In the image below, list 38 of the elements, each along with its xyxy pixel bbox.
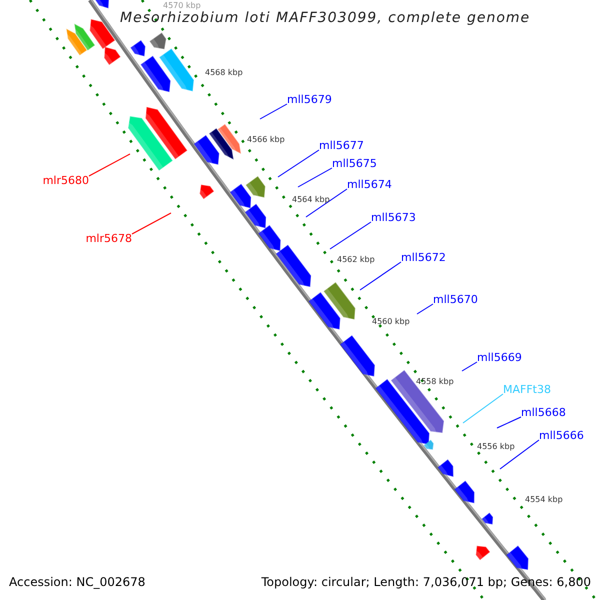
leader-line [298, 168, 332, 188]
leader-line [360, 262, 402, 290]
scale-label: 4570 kbp [163, 1, 201, 11]
leader-line [278, 150, 320, 178]
gene-label: mll5670 [433, 292, 478, 307]
gene-label: mll5673 [371, 210, 416, 225]
gene-label: mll5675 [332, 156, 377, 171]
gene-label: mll5668 [521, 405, 566, 420]
scale-label: 4560 kbp [372, 317, 410, 327]
scale-label: 4562 kbp [337, 255, 375, 265]
leader-line [306, 188, 348, 218]
gene-label: mll5672 [401, 250, 446, 265]
leader-line [462, 394, 504, 424]
leader-line [88, 154, 130, 176]
gene-label: mll5669 [477, 350, 522, 365]
footer-text: Accession: NC_002678 [9, 574, 146, 590]
gene-label: mll5674 [347, 177, 392, 192]
gene-label: mll5677 [319, 138, 364, 153]
gene-label: mll5666 [539, 428, 584, 443]
leader-line [260, 104, 288, 120]
gene-label: MAFFt38 [503, 382, 551, 397]
leader-line [416, 304, 434, 314]
leader-line [500, 440, 540, 470]
leader-line [496, 416, 522, 428]
diagram-title: Mesorhizobium loti MAFF303099, complete genome [120, 10, 530, 27]
gene-label: mll5679 [287, 92, 332, 107]
scale-label: 4564 kbp [292, 195, 330, 205]
leader-line [330, 222, 372, 250]
scale-label: 4568 kbp [205, 68, 243, 78]
scale-label: 4556 kbp [477, 442, 515, 452]
footer-text: Topology: circular; Length: 7,036,071 bp; Genes: 6,800 [261, 574, 591, 590]
scale-label: 4566 kbp [247, 135, 285, 145]
leader-line [132, 212, 172, 234]
scale-label: 4554 kbp [525, 495, 563, 505]
leader-line [462, 362, 478, 372]
gene-label: mlr5680 [42, 173, 89, 188]
gene-label: mlr5678 [86, 231, 132, 246]
scale-label: 4558 kbp [416, 377, 454, 387]
